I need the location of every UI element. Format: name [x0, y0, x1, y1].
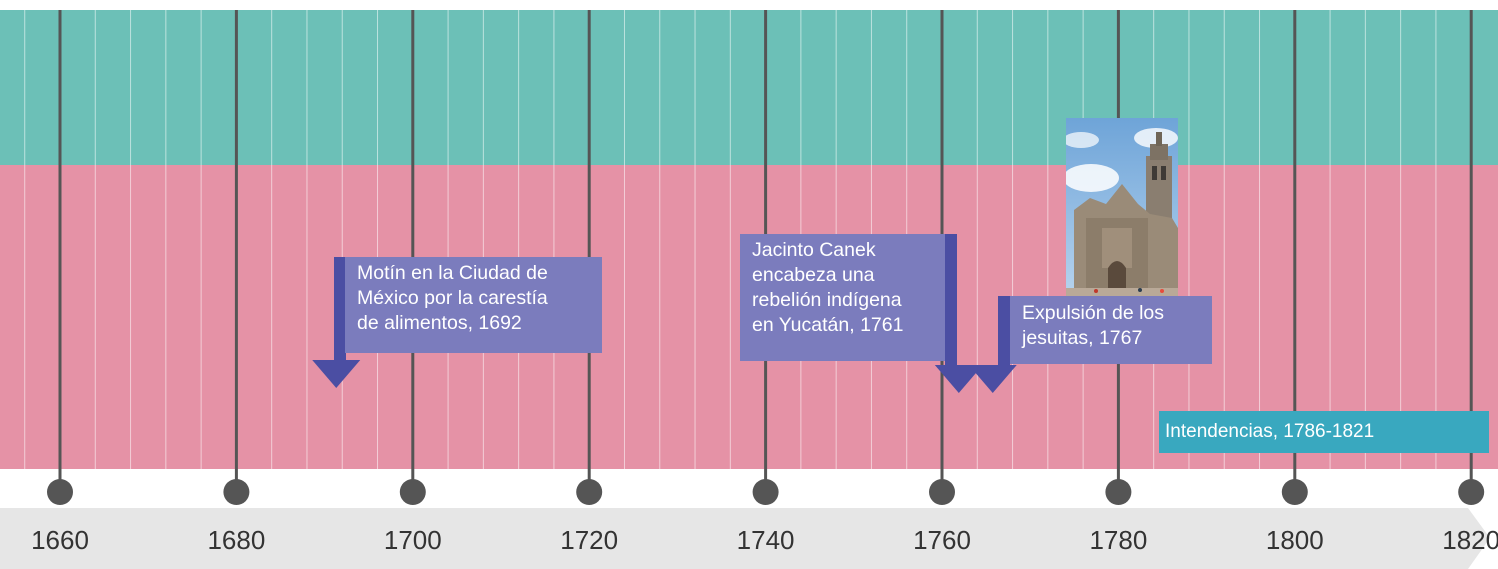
event-label-motin: Motín en la Ciudad de México por la care…	[345, 257, 602, 353]
year-marker-1820	[1458, 479, 1485, 505]
year-label-1740: 1740	[737, 525, 795, 555]
top-band	[0, 10, 1498, 165]
year-label-1720: 1720	[560, 525, 618, 555]
year-label-1780: 1780	[1089, 525, 1147, 555]
year-label-1760: 1760	[913, 525, 971, 555]
year-marker-1700	[399, 479, 426, 505]
year-label-1820: 1820	[1442, 525, 1498, 555]
year-marker-1740	[752, 479, 779, 505]
year-marker-1680	[223, 479, 250, 505]
year-marker-1800	[1281, 479, 1308, 505]
decade-lines: 1660 1680 1700 1720 1740 1760 1780 1800 1820	[31, 10, 1498, 555]
axis-arrow-band	[0, 508, 1490, 569]
year-label-1680: 1680	[207, 525, 265, 555]
period-label-intendencias: Intendencias, 1786-1821	[1159, 411, 1489, 453]
event-arrow-1761	[934, 234, 983, 393]
year-marker-1780	[1105, 479, 1132, 505]
year-marker-1720	[576, 479, 603, 505]
event-arrows	[312, 234, 1017, 393]
year-marker-1760	[929, 479, 955, 505]
year-marker-1660	[47, 479, 73, 505]
event-label-canek: Jacinto Canek encabeza una rebelión indí…	[740, 234, 945, 361]
event-arrow-1767	[968, 296, 1017, 393]
event-arrow-1692	[312, 257, 361, 388]
cathedral-facade-image	[1066, 118, 1178, 296]
year-label-1800: 1800	[1266, 525, 1324, 555]
event-label-jesuitas: Expulsión de los jesuitas, 1767	[1010, 296, 1212, 364]
year-label-1660: 1660	[31, 525, 89, 555]
year-label-1700: 1700	[384, 525, 442, 555]
